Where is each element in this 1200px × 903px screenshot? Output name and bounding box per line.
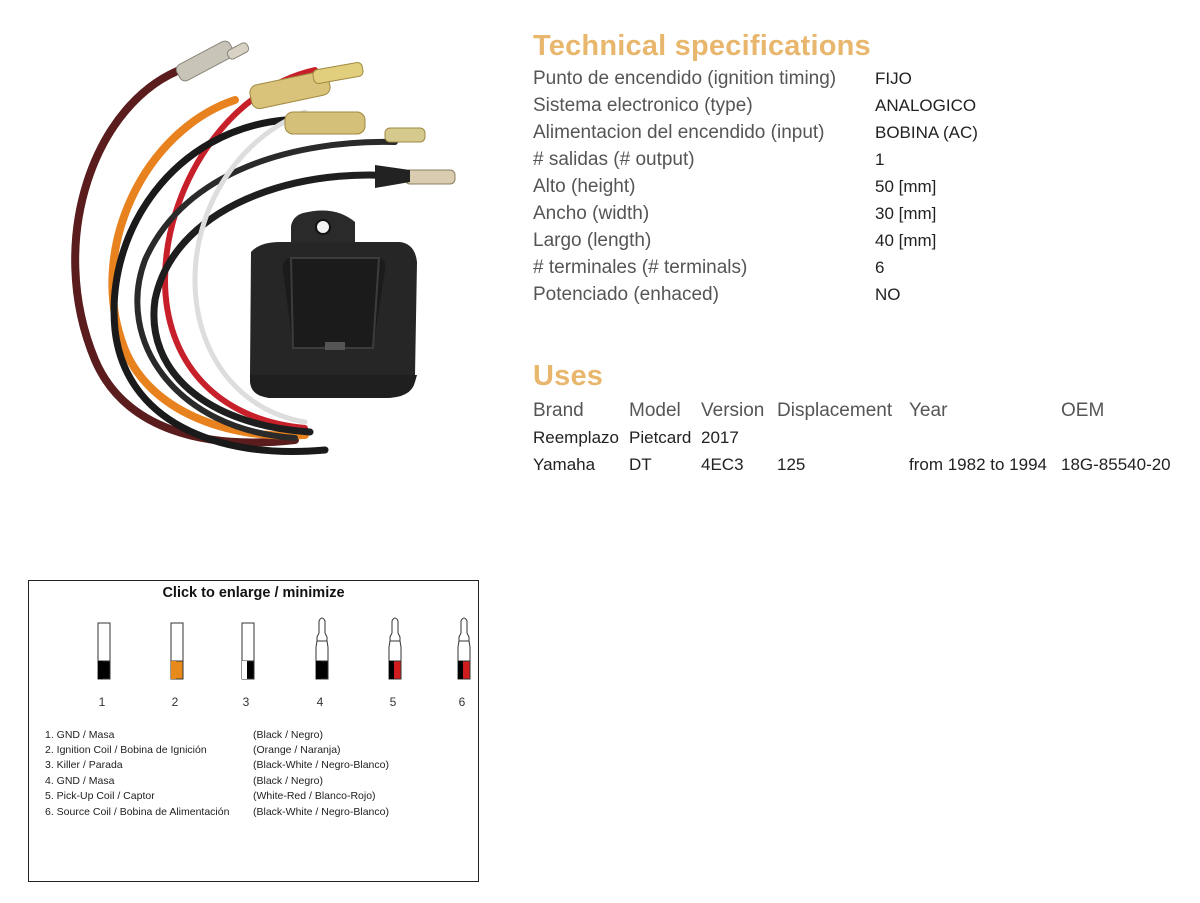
legend-row: 6. Source Coil / Bobina de Alimentación (… <box>45 804 389 819</box>
spec-value: 1 <box>875 149 885 169</box>
uses-cell-brand: Reemplazo <box>533 427 619 447</box>
legend-wire-color: (White-Red / Blanco-Rojo) <box>253 790 376 803</box>
terminal-number: 5 <box>390 695 397 709</box>
header-oem: OEM <box>1061 399 1105 421</box>
uses-cell-model: DT <box>629 454 652 474</box>
terminal-number: 4 <box>317 695 324 709</box>
uses-row: Yamaha DT 4EC3 125 from 1982 to 1994 18G-8554… <box>533 451 1193 478</box>
spec-label: Potenciado (enhaced) <box>533 283 719 305</box>
spec-value: BOBINA (AC) <box>875 122 978 142</box>
uses-header-row: Brand Model Version Displacement Year OE… <box>533 397 1193 424</box>
legend-wire-color: (Black / Negro) <box>253 728 324 741</box>
legend-row: 1. GND / Masa (Black / Negro) <box>45 727 389 742</box>
terminal-number: 6 <box>459 695 466 709</box>
uses-table: Brand Model Version Displacement Year OE… <box>533 397 1193 478</box>
spec-label: Punto de encendido (ignition timing) <box>533 67 837 89</box>
header-model: Model <box>629 399 681 421</box>
header-displacement: Displacement <box>777 399 893 421</box>
uses-cell-year: from 1982 to 1994 <box>909 454 1047 474</box>
spec-label: Largo (length) <box>533 229 652 251</box>
wire-black-1 <box>110 116 329 455</box>
spec-row: # salidas (# output) 1 <box>533 146 1193 173</box>
uses-cell-oem: 18G-85540-20 <box>1061 454 1171 474</box>
terminal-2: 2 <box>170 622 184 709</box>
technical-specifications-section: Technical specifications Punto de encend… <box>533 30 1193 308</box>
specs-title: Technical specifications <box>533 30 871 62</box>
legend-row: 4. GND / Masa (Black / Negro) <box>45 773 389 788</box>
spec-value: NO <box>875 284 901 304</box>
diagram-title[interactable]: Click to enlarge / minimize <box>162 585 345 601</box>
terminal-number: 1 <box>99 695 106 709</box>
spec-value: 30 [mm] <box>875 203 937 223</box>
terminal-number: 3 <box>243 695 250 709</box>
legend-row: 5. Pick-Up Coil / Captor (White-Red / Bla… <box>45 789 389 804</box>
wire-black-3 <box>150 171 429 436</box>
uses-row: Reemplazo Pietcard 2017 <box>533 424 1193 451</box>
spec-row: Alto (height) 50 [mm] <box>533 173 1193 200</box>
legend-terminal-name: 2. Ignition Coil / Bobina de Ignición <box>45 744 207 757</box>
legend-wire-color: (Black-White / Negro-Blanco) <box>253 759 389 772</box>
specs-table: Punto de encendido (ignition timing) FIJO… <box>533 65 1193 308</box>
spec-label: Ancho (width) <box>533 202 650 224</box>
legend-wire-color: (Black / Negro) <box>253 774 324 787</box>
legend-row: 3. Killer / Parada (Black-White / Negro-B… <box>45 758 389 773</box>
spec-row: Largo (length) 40 [mm] <box>533 227 1193 254</box>
legend-terminal-name: 1. GND / Masa <box>45 728 115 741</box>
uses-cell-brand: Yamaha <box>533 454 596 474</box>
spec-value: 50 [mm] <box>875 176 937 196</box>
legend-terminal-name: 5. Pick-Up Coil / Captor <box>45 790 155 803</box>
legend-wire-color: (Orange / Naranja) <box>253 744 341 757</box>
spec-row: Alimentacion del encendido (input) BOBINA… <box>533 119 1193 146</box>
wire-white <box>192 109 308 425</box>
legend-terminal-name: 6. Source Coil / Bobina de Alimentación <box>45 805 230 818</box>
product-image <box>71 40 456 455</box>
spec-value: FIJO <box>875 68 912 88</box>
header-version: Version <box>701 399 765 421</box>
spec-row: Punto de encendido (ignition timing) FIJO <box>533 65 1193 92</box>
legend-terminal-name: 4. GND / Masa <box>45 774 115 787</box>
uses-cell-version: 4EC3 <box>701 454 744 474</box>
uses-cell-version: 2017 <box>701 427 739 447</box>
spec-row: Ancho (width) 30 [mm] <box>533 200 1193 227</box>
wire-red <box>161 67 318 431</box>
spec-value: 6 <box>875 257 885 277</box>
legend-terminal-name: 3. Killer / Parada <box>45 759 123 772</box>
spec-label: Sistema electronico (type) <box>533 94 753 116</box>
spec-value: 40 [mm] <box>875 230 937 250</box>
terminal-number: 2 <box>172 695 179 709</box>
spec-value: ANALOGICO <box>875 95 977 115</box>
wire-black-2 <box>134 138 398 441</box>
wire-orange <box>108 96 309 440</box>
spec-row: # terminales (# terminals) 6 <box>533 254 1193 281</box>
uses-cell-model: Pietcard <box>629 427 692 447</box>
legend-row: 2. Ignition Coil / Bobina de Ignición (Or… <box>45 742 389 757</box>
terminal-3: 3 <box>241 622 255 709</box>
header-year: Year <box>909 399 948 421</box>
terminals-drawing: 1 2 3 4 5 6 <box>97 617 471 709</box>
terminal-1: 1 <box>97 622 111 709</box>
uses-section: Uses Brand Model Version Displacement Ye… <box>533 360 1193 478</box>
legend-wire-color: (Black-White / Negro-Blanco) <box>253 805 389 818</box>
spec-label: Alimentacion del encendido (input) <box>533 121 825 143</box>
spec-row: Sistema electronico (type) ANALOGICO <box>533 92 1193 119</box>
spec-row: Potenciado (enhaced) NO <box>533 281 1193 308</box>
terminal-6: 6 <box>457 617 471 709</box>
terminal-5: 5 <box>388 617 402 709</box>
wiring-legend: 1. GND / Masa(Black / Negro)2. Ignition … <box>45 727 389 819</box>
uses-title: Uses <box>533 360 604 392</box>
spec-label: # salidas (# output) <box>533 148 695 170</box>
spec-label: # terminales (# terminals) <box>533 256 748 278</box>
wiring-diagram[interactable]: Click to enlarge / minimize 1 2 3 4 5 6 1. GN… <box>28 580 479 882</box>
spec-label: Alto (height) <box>533 175 636 197</box>
uses-cell-displacement: 125 <box>777 454 806 474</box>
header-brand: Brand <box>533 399 584 421</box>
terminal-4: 4 <box>315 617 329 709</box>
